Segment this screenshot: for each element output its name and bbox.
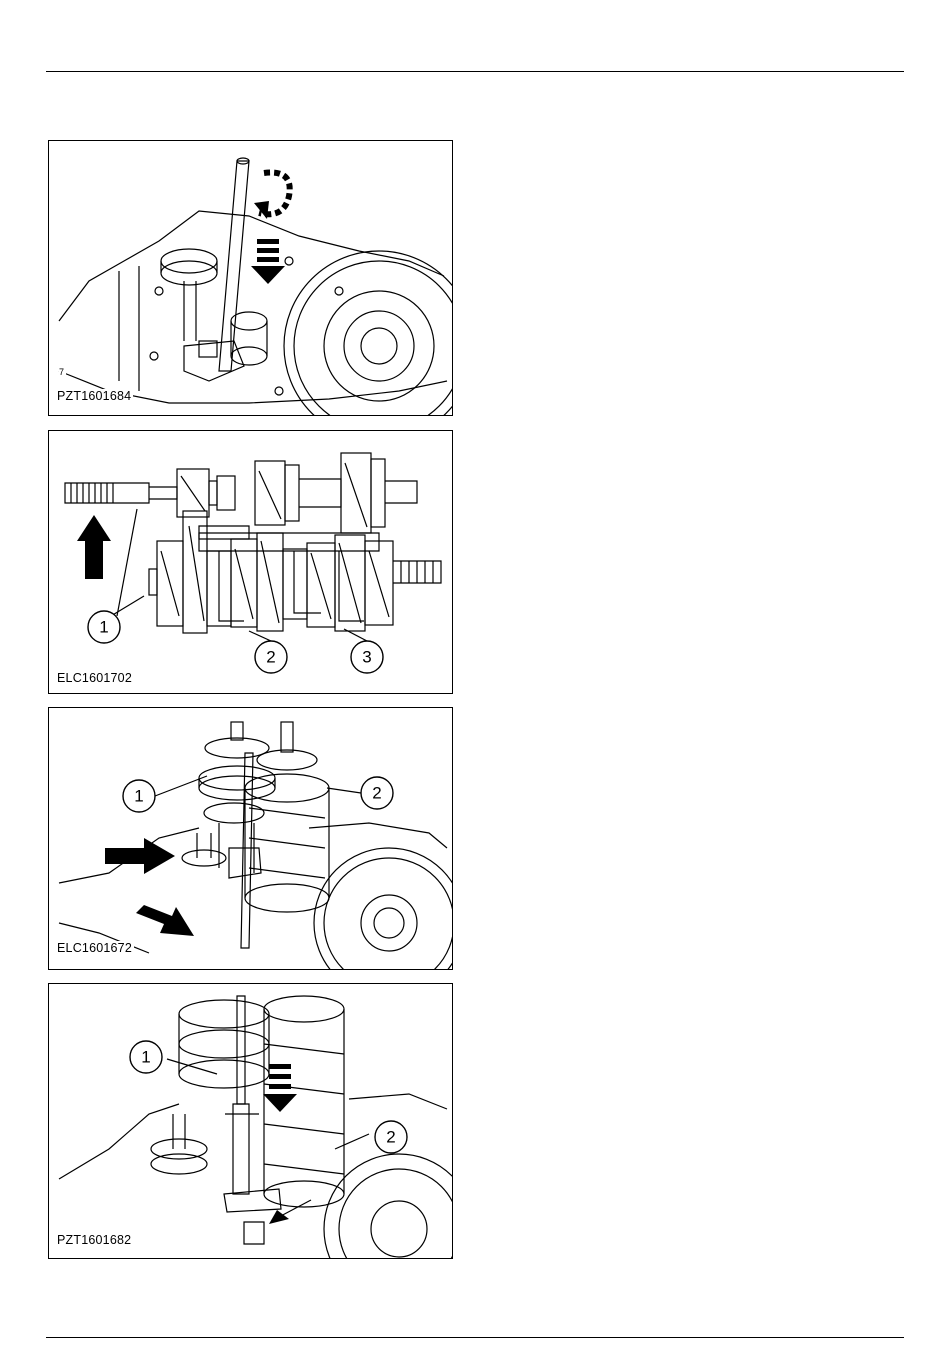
figure-2-callout-3: 3 bbox=[362, 648, 371, 667]
figure-3-illustration: 1 2 ELC1601672 bbox=[48, 707, 453, 970]
figure-2-callout-1: 1 bbox=[99, 618, 108, 637]
figure-1-illustration: 7 PZT1601684 bbox=[48, 140, 453, 416]
figure-3-callout-2: 2 bbox=[372, 784, 381, 803]
figure-4-callout-2: 2 bbox=[386, 1128, 395, 1147]
figure-4-drawing: 1 2 bbox=[49, 984, 452, 1258]
figure-2-drawing: 1 2 3 bbox=[49, 431, 452, 693]
figure-4-callout-1: 1 bbox=[141, 1048, 150, 1067]
figure-1-edge-mark: 7 bbox=[59, 367, 66, 377]
figure-2-callout-2: 2 bbox=[266, 648, 275, 667]
figure-1-code: PZT1601684 bbox=[57, 389, 133, 403]
figure-3-code: ELC1601672 bbox=[57, 941, 134, 955]
figure-3-callout-1: 1 bbox=[134, 787, 143, 806]
footer-rule bbox=[46, 1337, 904, 1338]
figure-4-code: PZT1601682 bbox=[57, 1233, 133, 1247]
header-rule bbox=[46, 71, 904, 72]
figure-2-code: ELC1601702 bbox=[57, 671, 134, 685]
figure-1-drawing bbox=[49, 141, 452, 415]
figure-3-drawing: 1 2 bbox=[49, 708, 452, 969]
figure-4-illustration: 1 2 PZT1601682 bbox=[48, 983, 453, 1259]
figure-2-illustration: 1 2 3 ELC1601702 bbox=[48, 430, 453, 694]
